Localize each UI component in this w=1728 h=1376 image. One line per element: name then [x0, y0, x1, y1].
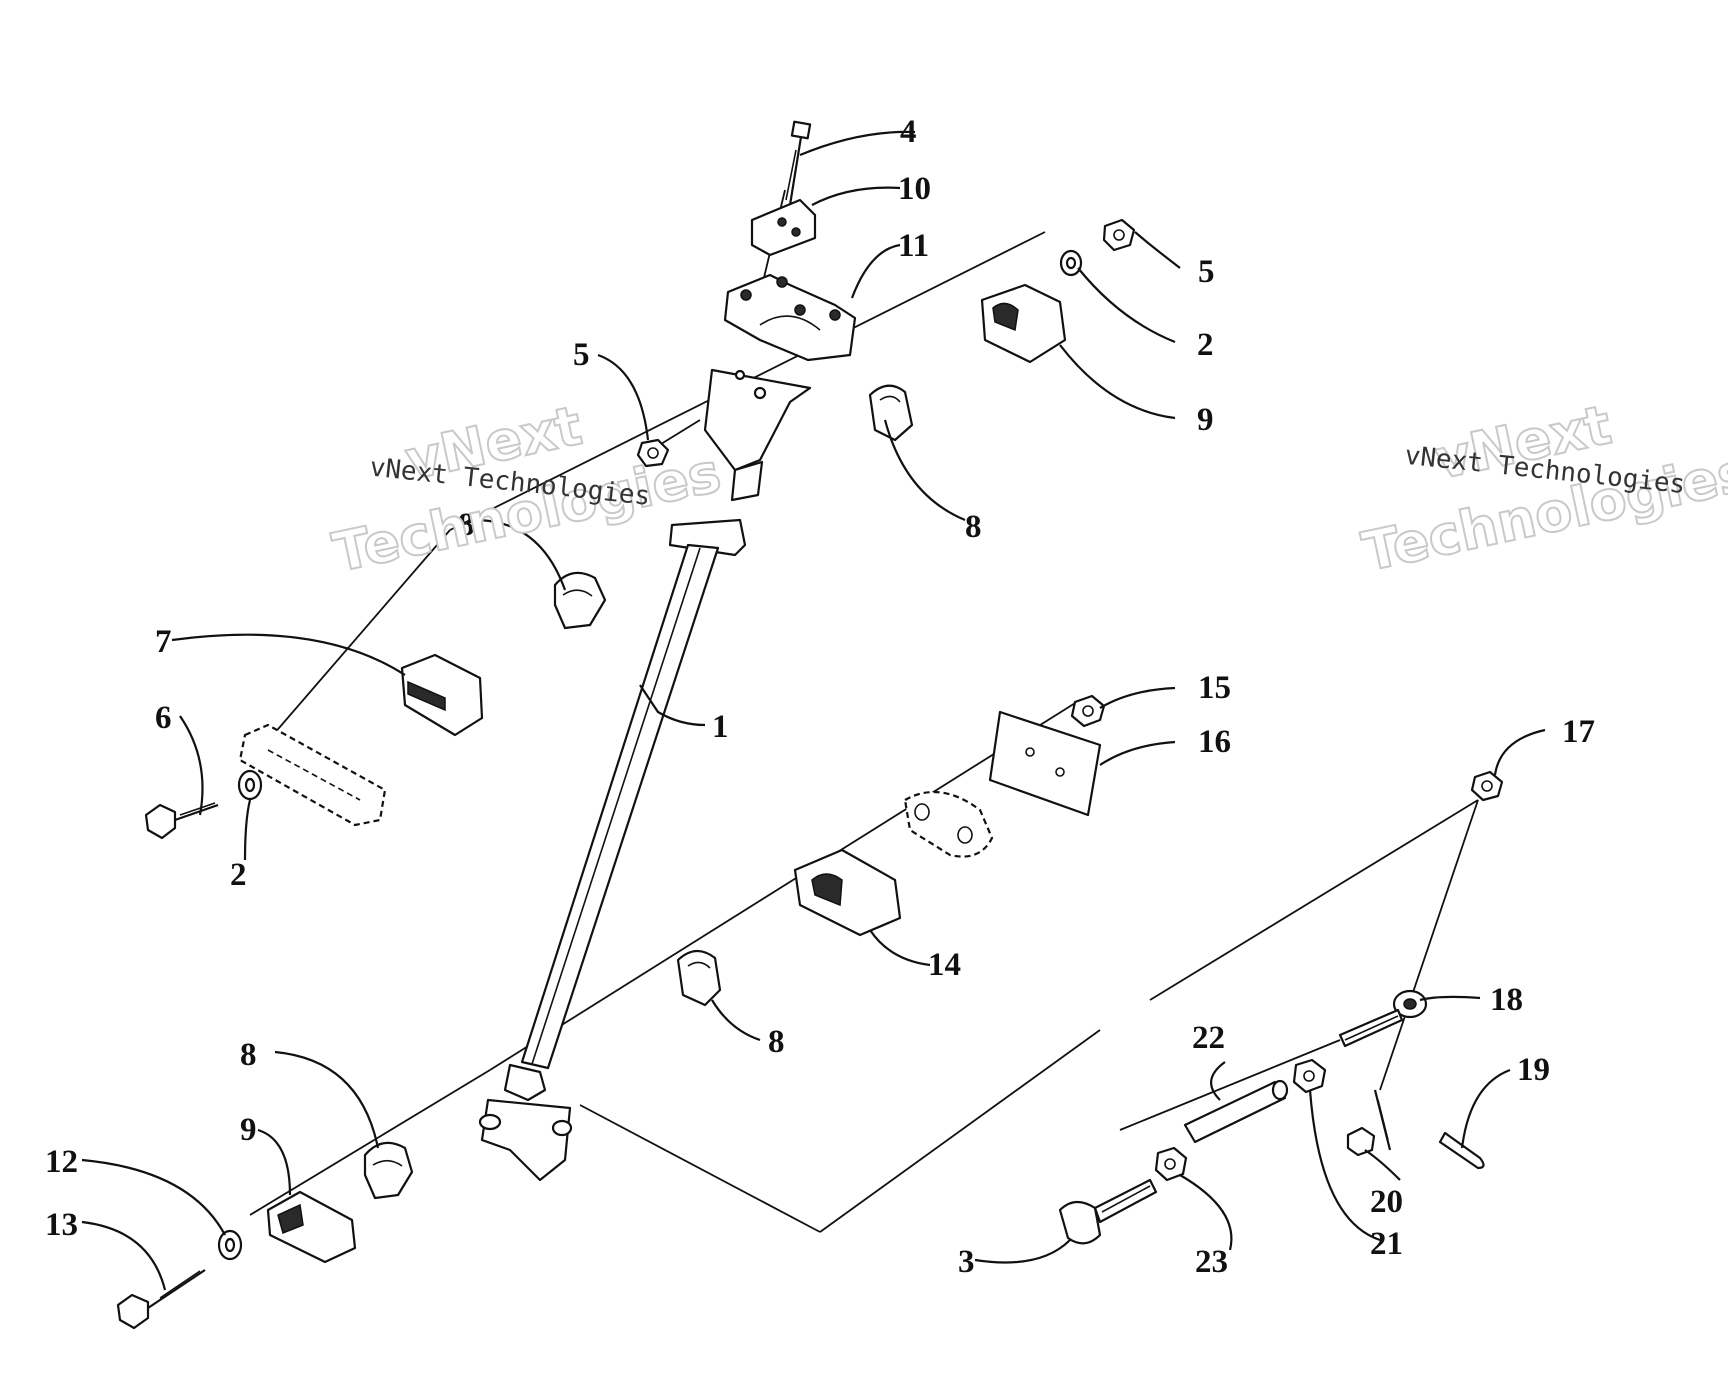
callout-14: 14 [928, 947, 961, 983]
tie-rod-end-3 [1058, 1178, 1158, 1245]
callout-8-middle: 8 [768, 1024, 785, 1060]
callout-19: 19 [1517, 1052, 1550, 1088]
callout-6: 6 [155, 700, 172, 736]
callout-13: 13 [45, 1207, 78, 1243]
callout-21: 21 [1370, 1226, 1403, 1262]
callout-17: 17 [1562, 714, 1595, 750]
callout-22: 22 [1192, 1020, 1225, 1056]
bolt-20 [1346, 1089, 1392, 1157]
washer-upper-right [1059, 249, 1083, 277]
cotter-pin-19 [1438, 1131, 1485, 1170]
callout-11: 11 [898, 228, 929, 264]
tie-rod-tube-22 [1183, 1079, 1289, 1144]
bushing-middle [676, 949, 722, 1007]
callout-5-left: 5 [573, 337, 590, 373]
callout-5-right: 5 [1198, 254, 1215, 290]
nut-upper-left [636, 438, 670, 468]
callout-7: 7 [155, 624, 172, 660]
callout-9-right: 9 [1197, 402, 1214, 438]
leader-lines [81, 130, 1546, 1291]
callout-20: 20 [1370, 1184, 1403, 1220]
callout-16: 16 [1198, 724, 1231, 760]
callout-12: 12 [45, 1144, 78, 1180]
nut-upper-right [1102, 218, 1136, 252]
callout-1: 1 [712, 709, 729, 745]
assembly-axis-lines [249, 189, 1479, 1233]
callout-18: 18 [1490, 982, 1523, 1018]
bolt-13 [116, 1269, 206, 1330]
callout-2-left: 2 [230, 857, 247, 893]
callout-15: 15 [1198, 670, 1231, 706]
cap-block-small [750, 198, 817, 257]
callout-numbers: 4 10 11 5 2 9 8 5 8 7 6 2 1 15 16 17 14 … [45, 114, 1595, 1280]
bolt-left [144, 802, 219, 840]
clamp-block-upper-right [980, 283, 1067, 364]
callout-4: 4 [900, 114, 917, 150]
upper-bracket [723, 273, 857, 362]
washer-12 [217, 1229, 243, 1261]
clamp-block-lower-left [266, 1190, 357, 1264]
callout-10: 10 [898, 171, 931, 207]
callout-23: 23 [1195, 1244, 1228, 1280]
steering-post [478, 368, 812, 1182]
callout-8-upper-left: 8 [458, 507, 475, 543]
callout-3: 3 [958, 1244, 975, 1280]
nut-15 [1070, 694, 1106, 728]
bolt-top [785, 120, 812, 206]
callout-8-lower-left: 8 [240, 1037, 257, 1073]
jam-nut-23 [1154, 1146, 1188, 1182]
plate-16 [988, 710, 1102, 817]
bushing-lower-left [363, 1141, 414, 1200]
callout-8-upper-right: 8 [965, 509, 982, 545]
spacer-plate-dashed [903, 790, 994, 858]
tie-rod-end-18 [1338, 989, 1428, 1048]
jam-nut-21 [1292, 1058, 1327, 1094]
clamp-block-7 [400, 653, 484, 737]
clamp-block-14 [793, 848, 902, 937]
washer-left [237, 769, 263, 801]
bushing-upper-right [868, 384, 914, 442]
frame-mount-left [238, 723, 387, 827]
nut-17 [1470, 770, 1504, 802]
callout-2-right: 2 [1197, 327, 1214, 363]
callout-9-lower-left: 9 [240, 1112, 257, 1148]
